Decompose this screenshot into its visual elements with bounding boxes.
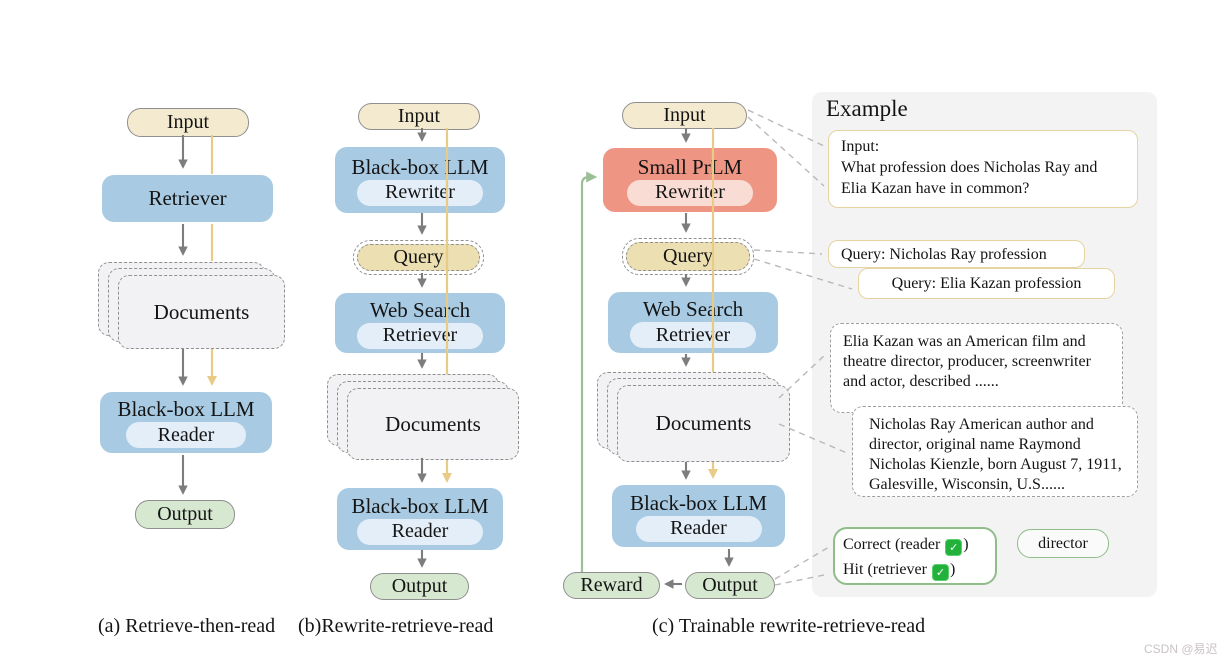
example-eval-correct-line: Correct (reader ✓) — [843, 532, 987, 557]
example-query-box-1: Query: Nicholas Ray profession — [828, 240, 1085, 268]
panel-b-reader-title: Black-box LLM — [351, 493, 489, 518]
example-input-label: Input: — [841, 138, 880, 155]
panel-a-input-label: Input — [166, 111, 210, 133]
panel-c-retriever-title: Web Search — [642, 297, 744, 321]
example-eval-hit-line: Hit (retriever ✓) — [843, 557, 987, 582]
panel-c-retriever-pill: Retriever — [630, 322, 756, 348]
panel-c-reader-pill: Reader — [635, 515, 762, 542]
panel-b-output-pill: Output — [370, 573, 469, 600]
panel-b-documents-box: Documents — [347, 388, 519, 460]
example-query-box-2: Query: Elia Kazan profession — [858, 268, 1115, 299]
panel-a-retriever-label: Retriever — [148, 186, 227, 210]
panel-c-caption: (c) Trainable rewrite-retrieve-read — [652, 615, 926, 637]
panel-b-caption: (b)Rewrite-retrieve-read — [298, 615, 494, 637]
example-doc-2-text: Nicholas Ray American author and directo… — [869, 416, 1122, 493]
example-doc-box-2: Nicholas Ray American author and directo… — [852, 406, 1138, 497]
panel-a-retriever-box: Retriever — [102, 175, 273, 222]
panel-c-input-pill: Input — [622, 102, 747, 129]
example-input-box: Input: What profession does Nicholas Ray… — [828, 130, 1138, 208]
example-input-line2: Elia Kazan have in common? — [841, 180, 1030, 197]
panel-c-reader-box: Black-box LLM Reader — [612, 485, 785, 547]
panel-a-reader-box: Black-box LLM Reader — [100, 392, 272, 453]
panel-a-documents-box: Documents — [118, 275, 285, 349]
panel-b-retriever-title: Web Search — [369, 297, 471, 322]
example-input-line1: What profession does Nicholas Ray and — [841, 159, 1098, 176]
panel-c-retriever-box: Web Search Retriever — [608, 292, 778, 353]
example-query-2-text: Query: Elia Kazan profession — [891, 275, 1082, 292]
panel-c-reader-title: Black-box LLM — [629, 490, 768, 515]
panel-c-rewriter-title: Small PrLM — [637, 154, 743, 179]
panel-b-rewriter-pill: Rewriter — [357, 179, 483, 206]
panel-c-input-label: Input — [663, 104, 706, 126]
watermark: CSDN @易迟 — [1144, 642, 1218, 656]
check-icon: ✓ — [945, 539, 963, 556]
example-panel: Example Input: What profession does Nich… — [812, 92, 1157, 597]
panel-c-rewriter-box: Small PrLM Rewriter — [603, 148, 777, 212]
panel-a-output-label: Output — [157, 503, 213, 525]
example-doc-1-text: Elia Kazan was an American film and thea… — [843, 333, 1091, 390]
reward-feedback-arrow — [580, 171, 598, 572]
panel-c-documents-box: Documents — [617, 385, 790, 462]
panel-b-rewriter-box: Black-box LLM Rewriter — [335, 147, 505, 213]
panel-c-output-pill: Output — [685, 572, 775, 599]
panel-b-rewriter-title: Black-box LLM — [351, 154, 489, 179]
panel-b-query-pill: Query — [353, 240, 484, 275]
panel-c-documents-label: Documents — [655, 411, 752, 435]
panel-a-documents-label: Documents — [153, 299, 250, 324]
panel-a-reader-title: Black-box LLM — [117, 397, 255, 421]
panel-b-input-label: Input — [397, 105, 441, 127]
example-correct-text: Correct (reader — [843, 536, 945, 553]
example-query-1-text: Query: Nicholas Ray profession — [841, 245, 1047, 263]
panel-b-retriever-pill: Retriever — [357, 322, 483, 349]
panel-b-reader-pill: Reader — [357, 518, 483, 545]
panel-c-output-label: Output — [702, 574, 758, 596]
panel-c-rewriter-pill: Rewriter — [627, 179, 753, 206]
example-answer-pill: director — [1017, 529, 1109, 558]
panel-c-query-pill: Query — [622, 238, 754, 275]
panel-a-reader-pill: Reader — [126, 422, 246, 448]
panel-c-reward-pill: Reward — [563, 572, 660, 599]
panel-b-retriever-box: Web Search Retriever — [335, 293, 505, 353]
panel-b-query-label: Query — [357, 244, 480, 271]
example-answer-text: director — [1038, 534, 1088, 552]
panel-a-input-pill: Input — [127, 108, 249, 137]
example-correct-suffix: ) — [963, 536, 969, 553]
panel-a-caption: (a) Retrieve-then-read — [98, 615, 276, 637]
panel-a-output-pill: Output — [135, 500, 235, 529]
panel-b-reader-box: Black-box LLM Reader — [337, 488, 503, 550]
example-title: Example — [826, 96, 908, 121]
example-eval-box: Correct (reader ✓) Hit (retriever ✓) — [833, 527, 997, 585]
example-hit-suffix: ) — [949, 561, 956, 578]
panel-c-query-label: Query — [626, 242, 750, 271]
panel-b-input-pill: Input — [358, 103, 480, 130]
panel-b-documents-label: Documents — [385, 411, 481, 436]
panel-c-reward-label: Reward — [580, 574, 643, 596]
example-hit-text: Hit (retriever — [843, 561, 931, 578]
check-icon: ✓ — [931, 564, 949, 581]
panel-b-output-label: Output — [391, 575, 448, 597]
example-doc-box-1: Elia Kazan was an American film and thea… — [830, 323, 1123, 413]
